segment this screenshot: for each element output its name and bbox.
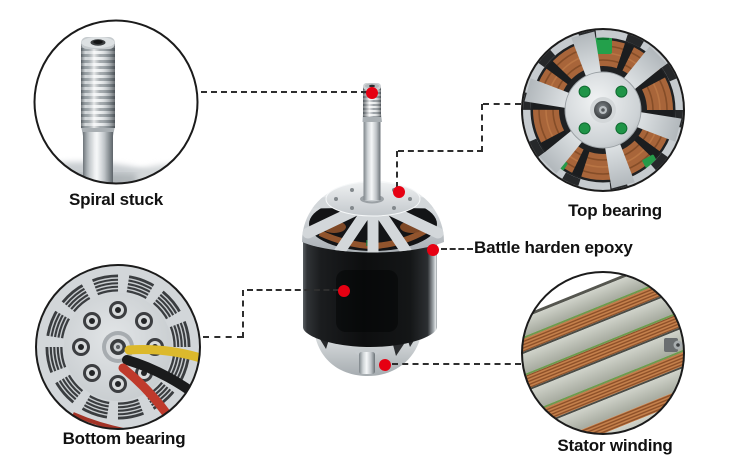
motor-photo [302, 83, 444, 376]
stator-closeup-photo [521, 271, 685, 435]
motor-top-view-photo [521, 28, 685, 192]
leader-line-top-bearing-c [398, 150, 483, 152]
leader-line-top-bearing-d [396, 151, 398, 188]
leader-line-bottom-bearing-b [242, 290, 244, 338]
marker-dot-top-bearing [393, 186, 405, 198]
top-bearing-label: Top bearing [568, 201, 662, 220]
leader-line-top-bearing-b [481, 104, 483, 152]
leader-line-spiral-stuck [201, 91, 367, 93]
marker-dot-stator-winding [379, 359, 391, 371]
leader-line-bottom-bearing-a [247, 289, 339, 291]
bottom-bearing-photo-circle [33, 262, 203, 432]
top-bearing-photo-circle [521, 28, 685, 192]
motor-bottom-view-photo [35, 264, 201, 430]
marker-dot-battle-harden-epoxy [427, 244, 439, 256]
spiral-stuck-label: Spiral stuck [69, 190, 163, 209]
bottom-bearing-label: Bottom bearing [62, 429, 186, 448]
stator-winding-label: Stator winding [557, 436, 673, 455]
leader-line-battle-harden-epoxy [441, 248, 473, 250]
spiral-stuck-photo-circle [32, 18, 200, 186]
leader-line-stator-winding [392, 363, 521, 365]
leader-line-top-bearing-a [483, 103, 521, 105]
marker-dot-spiral-stuck [366, 87, 378, 99]
marker-dot-bottom-bearing [338, 285, 350, 297]
stator-winding-photo-circle [520, 270, 686, 436]
spiral-shaft-photo [33, 19, 199, 185]
leader-line-bottom-bearing-c [203, 336, 243, 338]
battle-harden-epoxy-label: Battle harden epoxy [474, 238, 633, 257]
